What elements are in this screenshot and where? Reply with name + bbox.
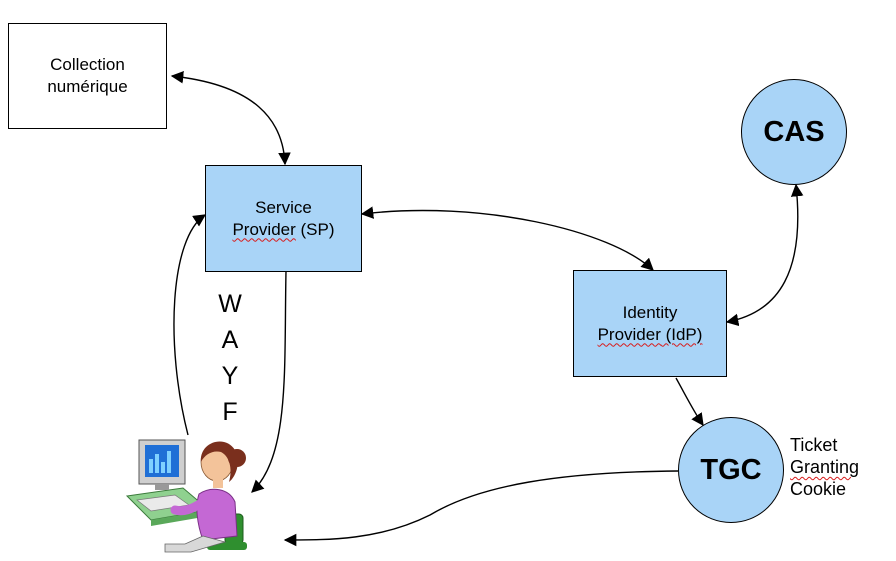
wayf-letter: A [221, 326, 239, 354]
idp-label-abbr: (IdP) [660, 324, 703, 344]
collection-label-line2: numérique [47, 77, 128, 96]
tgc-description: Ticket Granting Cookie [790, 434, 859, 500]
idp-label-line1: Identity [622, 302, 678, 322]
arrow-user-sp [173, 214, 207, 436]
arrow-sp-user [251, 270, 287, 493]
cas-circle: CAS [741, 79, 847, 185]
cas-label: CAS [763, 115, 825, 148]
tgc-label: TGC [700, 453, 762, 486]
arrow-collection-sp [170, 70, 291, 166]
tgc-note-line3: Cookie [790, 479, 847, 499]
tgc-note-line1: Ticket [790, 435, 838, 455]
tgc-circle: TGC [678, 417, 784, 523]
sp-label-abbr: (SP) [295, 219, 335, 239]
arrow-tgc-user [283, 470, 679, 547]
arrow-sp-idp [360, 206, 654, 271]
wayf-letter: W [218, 290, 242, 318]
wayf-letter: F [222, 398, 238, 426]
sp-label-line1: Service [255, 197, 312, 217]
collection-numerique-box: Collection numérique [8, 23, 167, 129]
collection-label-line1: Collection [50, 55, 125, 74]
identity-provider-box: Identity Provider (IdP) [573, 270, 727, 377]
wayf-label: W A Y F [216, 286, 244, 430]
user-at-computer-icon [125, 439, 247, 553]
sp-label-provider: Provider [232, 219, 296, 239]
arrow-idp-tgc [675, 377, 704, 427]
idp-label-provider: Provider [597, 324, 661, 344]
wayf-letter: Y [221, 362, 239, 390]
service-provider-box: Service Provider (SP) [205, 165, 362, 272]
tgc-note-line2: Granting [790, 457, 860, 477]
arrow-cas-idp [725, 183, 804, 327]
